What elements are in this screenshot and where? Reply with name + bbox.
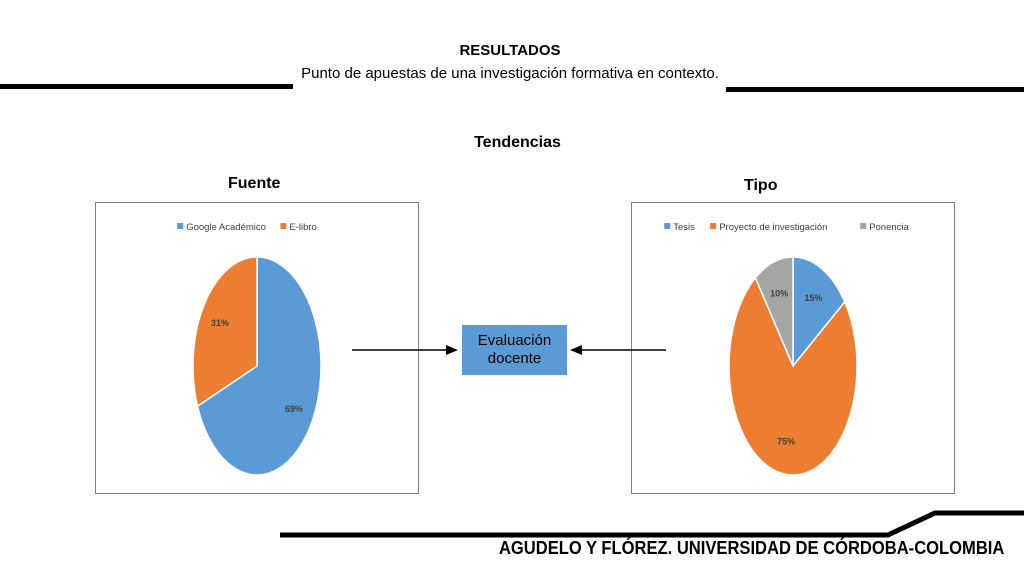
pie-label-1: 31% bbox=[211, 318, 229, 328]
arrow-right-to-center bbox=[570, 345, 666, 355]
pie-label-1: 75% bbox=[777, 436, 795, 446]
pie-label-0: 69% bbox=[285, 404, 303, 414]
header-rule-left bbox=[0, 84, 293, 89]
center-box-line2: docente bbox=[487, 350, 542, 367]
arrow-left-to-center bbox=[352, 345, 458, 355]
pie-slice-1 bbox=[192, 256, 258, 408]
legend-swatch-2 bbox=[860, 223, 867, 229]
footer-text: AGUDELO Y FLÓREZ. UNIVERSIDAD DE CÓRDOBA… bbox=[498, 538, 1004, 558]
evaluacion-docente-box: Evaluación docente bbox=[462, 325, 567, 375]
pie-label-0: 15% bbox=[804, 293, 822, 303]
chart-title-fuente: Fuente bbox=[228, 175, 281, 192]
legend-swatch-1 bbox=[280, 223, 287, 229]
legend-label-0: Google Académico bbox=[186, 222, 266, 233]
legend-label-0: Tesis bbox=[673, 222, 695, 233]
legend: Tesis Proyecto de investigación Ponencia bbox=[664, 222, 910, 233]
pie-chart-fuente: Google Académico E-libro 69% 31% bbox=[95, 202, 419, 494]
pie-slice-0 bbox=[792, 256, 846, 369]
center-box-line1: Evaluación bbox=[477, 332, 552, 349]
legend-swatch-1 bbox=[710, 223, 717, 229]
legend-swatch-0 bbox=[177, 223, 184, 229]
pie-slice-2 bbox=[754, 256, 794, 367]
legend-label-1: E-libro bbox=[289, 222, 316, 233]
footer-rule bbox=[280, 510, 1024, 538]
header-subtitle: Punto de apuestas de una investigación f… bbox=[301, 65, 719, 82]
pie-chart-fuente-svg: Google Académico E-libro 69% 31% bbox=[177, 222, 322, 476]
chart-title-tipo: Tipo bbox=[744, 177, 778, 194]
legend: Google Académico E-libro bbox=[177, 222, 317, 233]
legend-label-2: Ponencia bbox=[869, 222, 909, 233]
legend-swatch-0 bbox=[664, 223, 671, 229]
pie-chart-tipo-svg: Tesis Proyecto de investigación Ponencia 15… bbox=[664, 222, 910, 476]
section-title: Tendencias bbox=[474, 134, 561, 151]
pie-slice-0 bbox=[196, 256, 322, 476]
pie-chart-tipo: Tesis Proyecto de investigación Ponencia 15… bbox=[631, 202, 955, 494]
legend-label-1: Proyecto de investigación bbox=[719, 222, 827, 233]
pie-slice-1 bbox=[728, 276, 858, 476]
pie-label-2: 10% bbox=[770, 288, 788, 298]
header-title: RESULTADOS bbox=[459, 42, 561, 59]
header-rule-right bbox=[726, 87, 1024, 92]
